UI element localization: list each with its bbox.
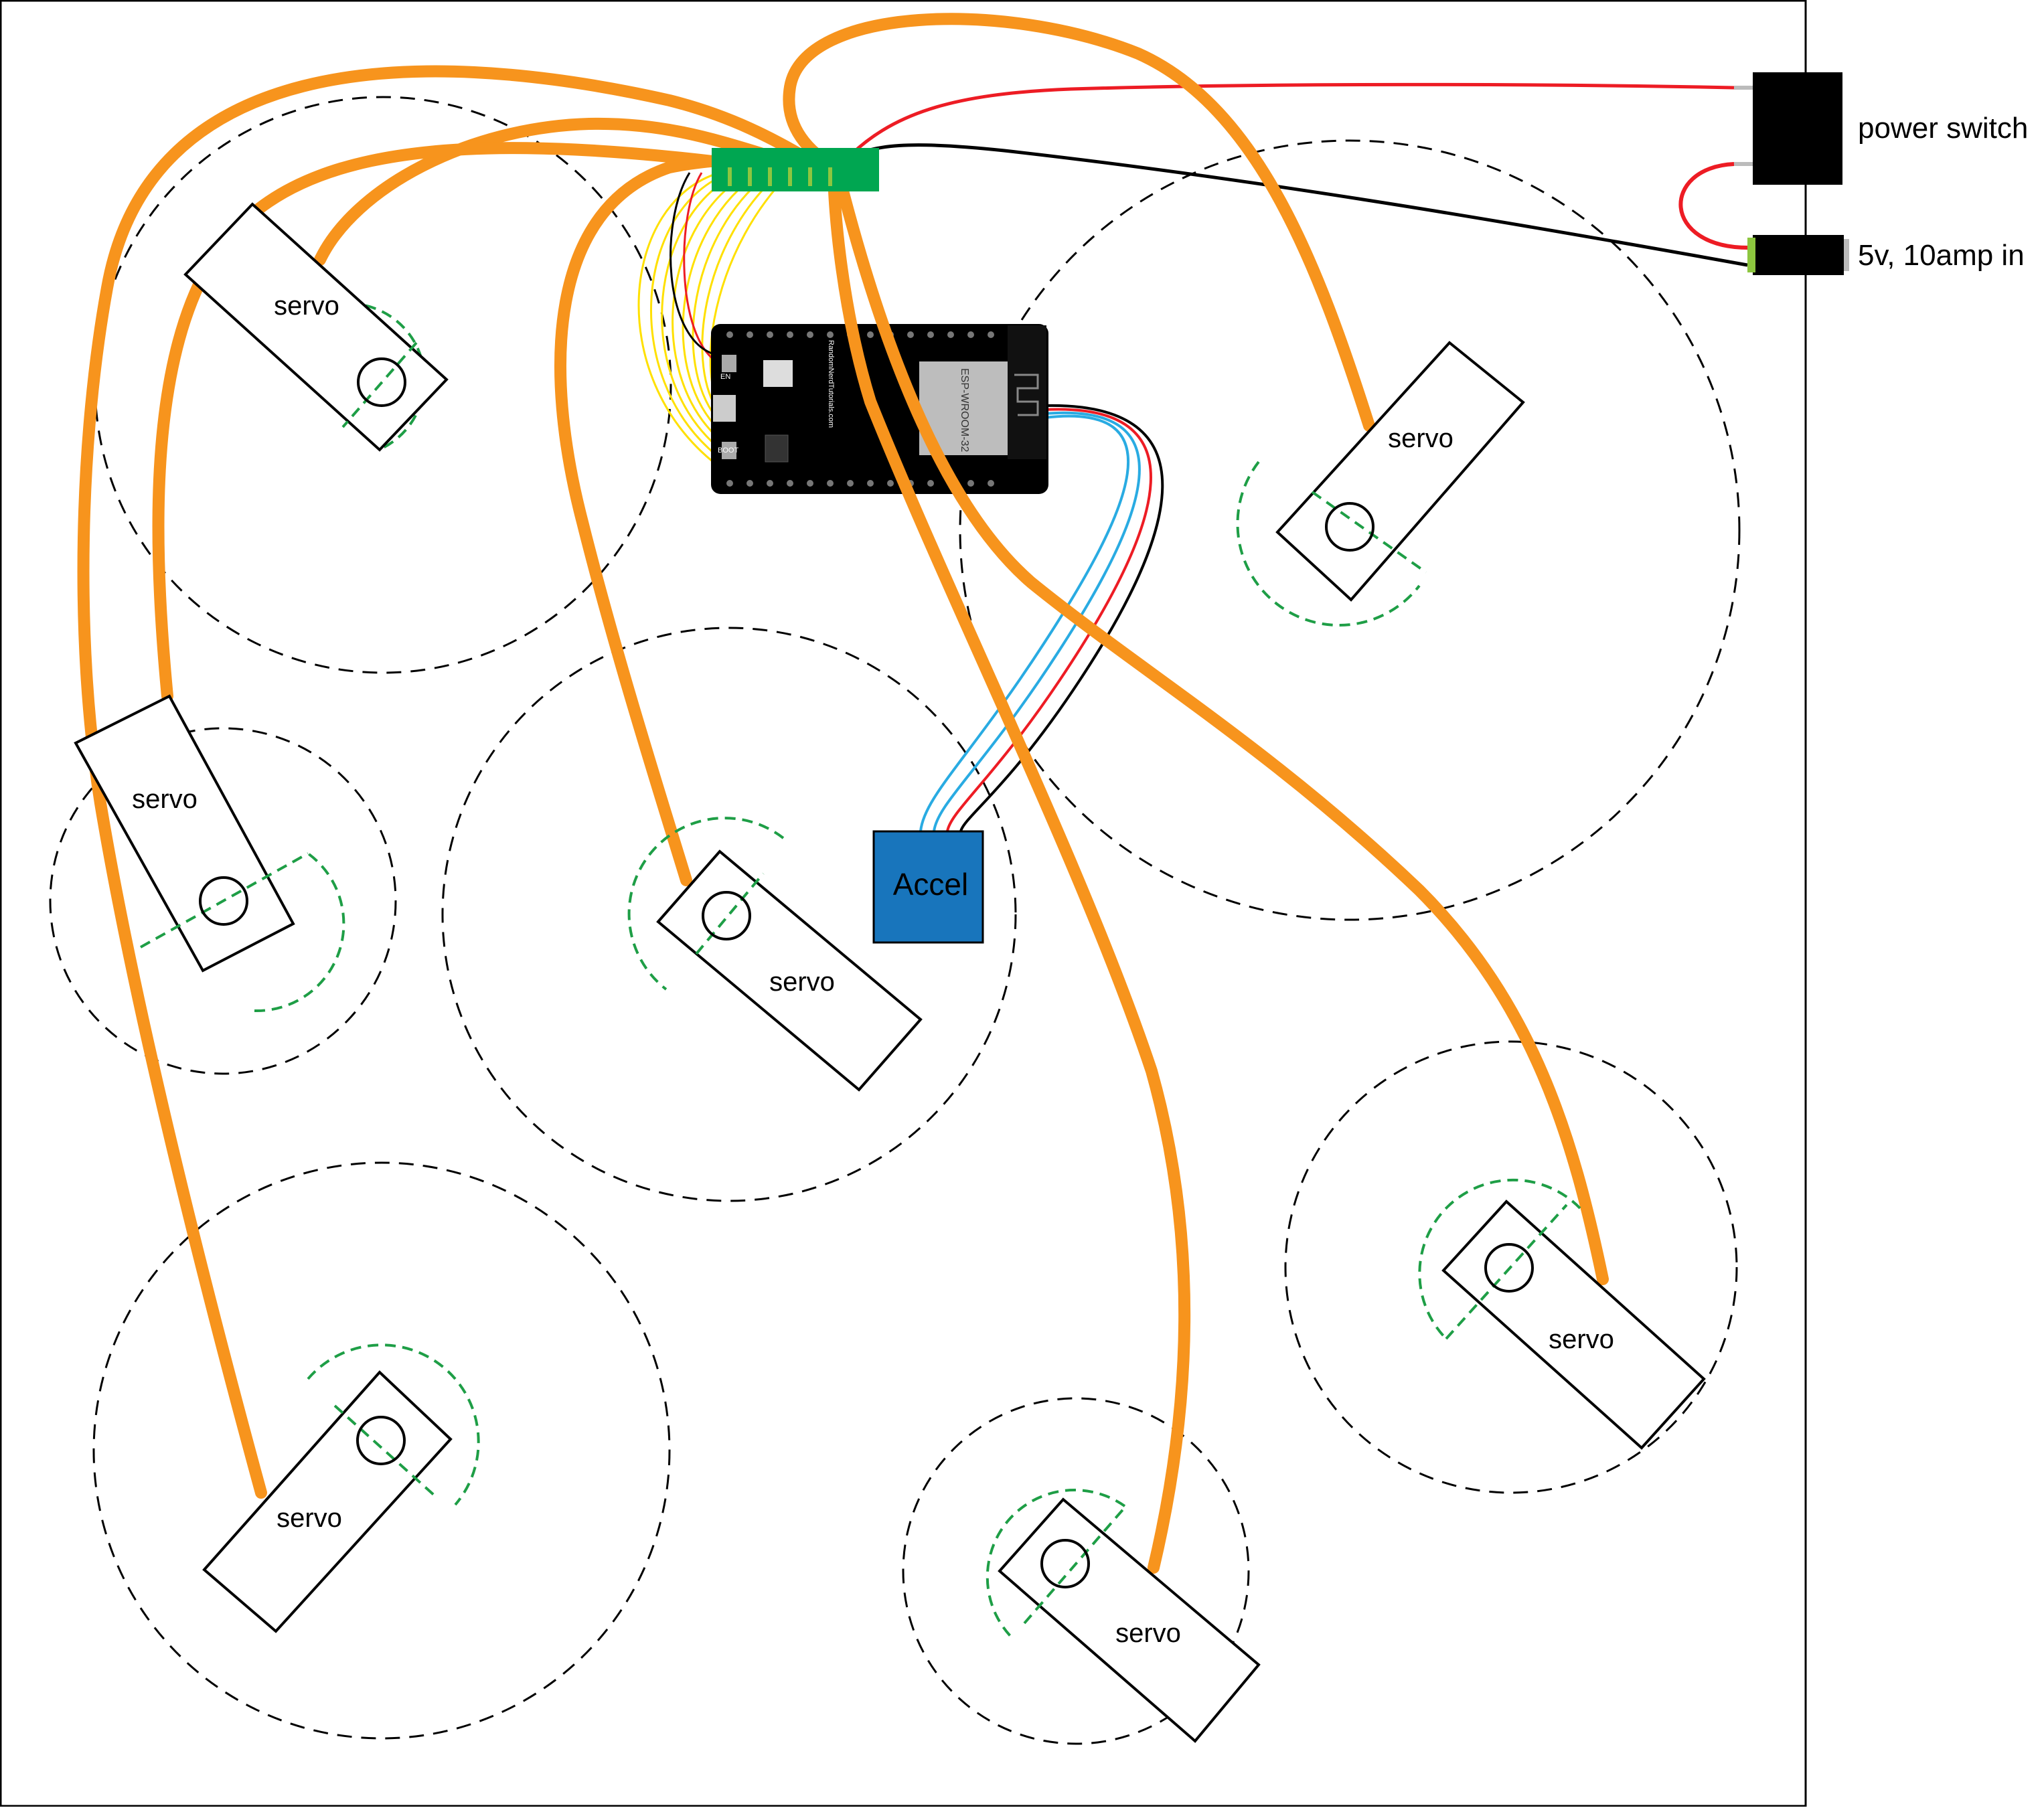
servo-cable-bottom-center — [828, 161, 1191, 1574]
servo-cable-bottom-left — [77, 65, 830, 1499]
servo-label: servo — [277, 1503, 342, 1533]
module-text: ESP-WROOM-32 — [959, 368, 970, 452]
servo-label: servo — [1115, 1619, 1181, 1648]
red-power-wire — [844, 82, 1735, 162]
servo-horn — [356, 1416, 406, 1465]
servo-bottom-left[interactable]: servo — [202, 1343, 480, 1633]
servo-top-left[interactable]: servo — [183, 202, 449, 452]
main-power-wires — [844, 82, 1751, 267]
servo-cables — [77, 13, 1609, 1574]
board-power-wires — [670, 172, 717, 363]
servo-top-right[interactable]: servo — [1236, 341, 1525, 627]
en-label: EN — [720, 373, 730, 381]
servo-horn — [357, 357, 406, 407]
servo-right[interactable]: servo — [1418, 1178, 1706, 1450]
switch-jumper-wire — [1678, 162, 1751, 250]
servo-horn — [1040, 1539, 1090, 1588]
enclosure-outline — [0, 0, 1807, 1807]
accel-label: Accel — [893, 867, 968, 902]
vendor-text: RandomNerdTutorials.com — [827, 340, 835, 428]
servo-horn — [702, 891, 751, 940]
reach-circle-top-right — [959, 139, 1741, 921]
servo-cable-top-right — [783, 13, 1375, 432]
signal-wires — [637, 171, 791, 466]
servo-horn — [1484, 1243, 1534, 1293]
power-jack[interactable] — [1753, 235, 1844, 275]
servo-label: servo — [274, 291, 339, 321]
servo-cable-top-left — [314, 117, 803, 266]
servo-label: servo — [1549, 1325, 1614, 1354]
accelerometer — [872, 830, 984, 944]
servo-horn — [1325, 502, 1374, 552]
power-switch[interactable] — [1753, 72, 1842, 185]
servo-horn — [199, 876, 248, 926]
servo-bottom-center[interactable]: servo — [986, 1489, 1261, 1743]
reach-circles — [49, 96, 1741, 1745]
boot-label: BOOT — [718, 446, 738, 455]
servo-left[interactable]: servo — [74, 694, 345, 1013]
servo-center[interactable]: servo — [627, 817, 923, 1092]
reach-circle-bottom-center — [902, 1397, 1250, 1745]
servo-label: servo — [132, 785, 198, 814]
terminal-block — [712, 148, 879, 191]
reach-circle-center — [441, 627, 1017, 1202]
reach-circle-bottom-left — [92, 1161, 671, 1740]
reach-circle-left — [49, 727, 397, 1075]
reach-circle-right — [1284, 1040, 1738, 1494]
power-input-label: 5v, 10amp in — [1858, 239, 2025, 272]
power-switch-label: power switch — [1858, 112, 2028, 145]
servo-label: servo — [769, 967, 835, 997]
servo-cable-right — [831, 161, 1609, 1285]
servo-label: servo — [1388, 424, 1453, 453]
black-ground-wire — [844, 143, 1748, 267]
